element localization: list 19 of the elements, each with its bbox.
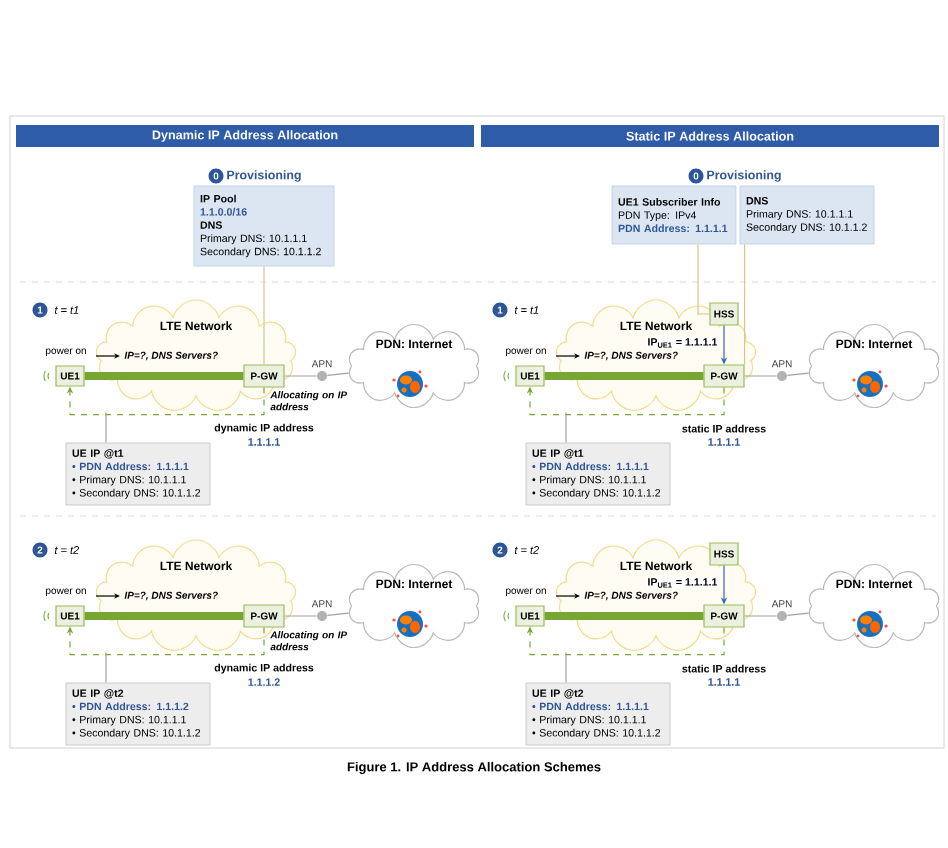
link-bar	[544, 372, 704, 380]
leader-line	[105, 412, 107, 444]
connector-line	[284, 615, 318, 617]
connector-line	[326, 612, 350, 617]
link-bar	[84, 372, 244, 380]
connector-line	[284, 375, 318, 377]
connector-line	[786, 372, 810, 377]
connector-line	[744, 375, 778, 377]
link-bar	[544, 612, 704, 620]
link-bar	[84, 612, 244, 620]
connector-line	[326, 372, 350, 377]
connector-line	[263, 265, 265, 365]
connector-line	[744, 615, 778, 617]
leader-line	[565, 412, 567, 444]
connector-line	[744, 243, 746, 365]
leader-line	[105, 652, 107, 684]
leader-line	[565, 652, 567, 684]
connector-line	[697, 243, 710, 315]
connector-line	[786, 612, 810, 617]
